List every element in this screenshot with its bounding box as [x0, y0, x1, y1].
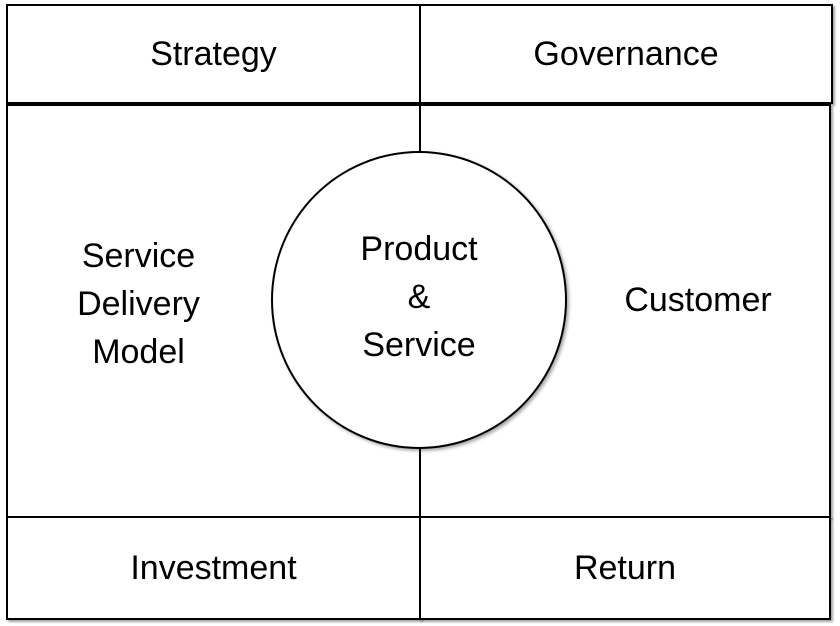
return-box: [419, 516, 831, 620]
return-label: Return: [573, 549, 677, 587]
product-service-label: Product & Service: [360, 230, 478, 364]
governance-box: [419, 4, 833, 104]
investment-box: [6, 516, 421, 620]
governance-label: Governance: [533, 35, 719, 73]
investment-label: Investment: [130, 549, 297, 587]
strategy-label: Strategy: [150, 35, 277, 73]
product-service-circle: [271, 151, 567, 449]
service-delivery-model-label: Service Delivery Model: [77, 237, 200, 371]
strategy-box: [6, 4, 421, 104]
customer-label: Customer: [624, 281, 772, 319]
